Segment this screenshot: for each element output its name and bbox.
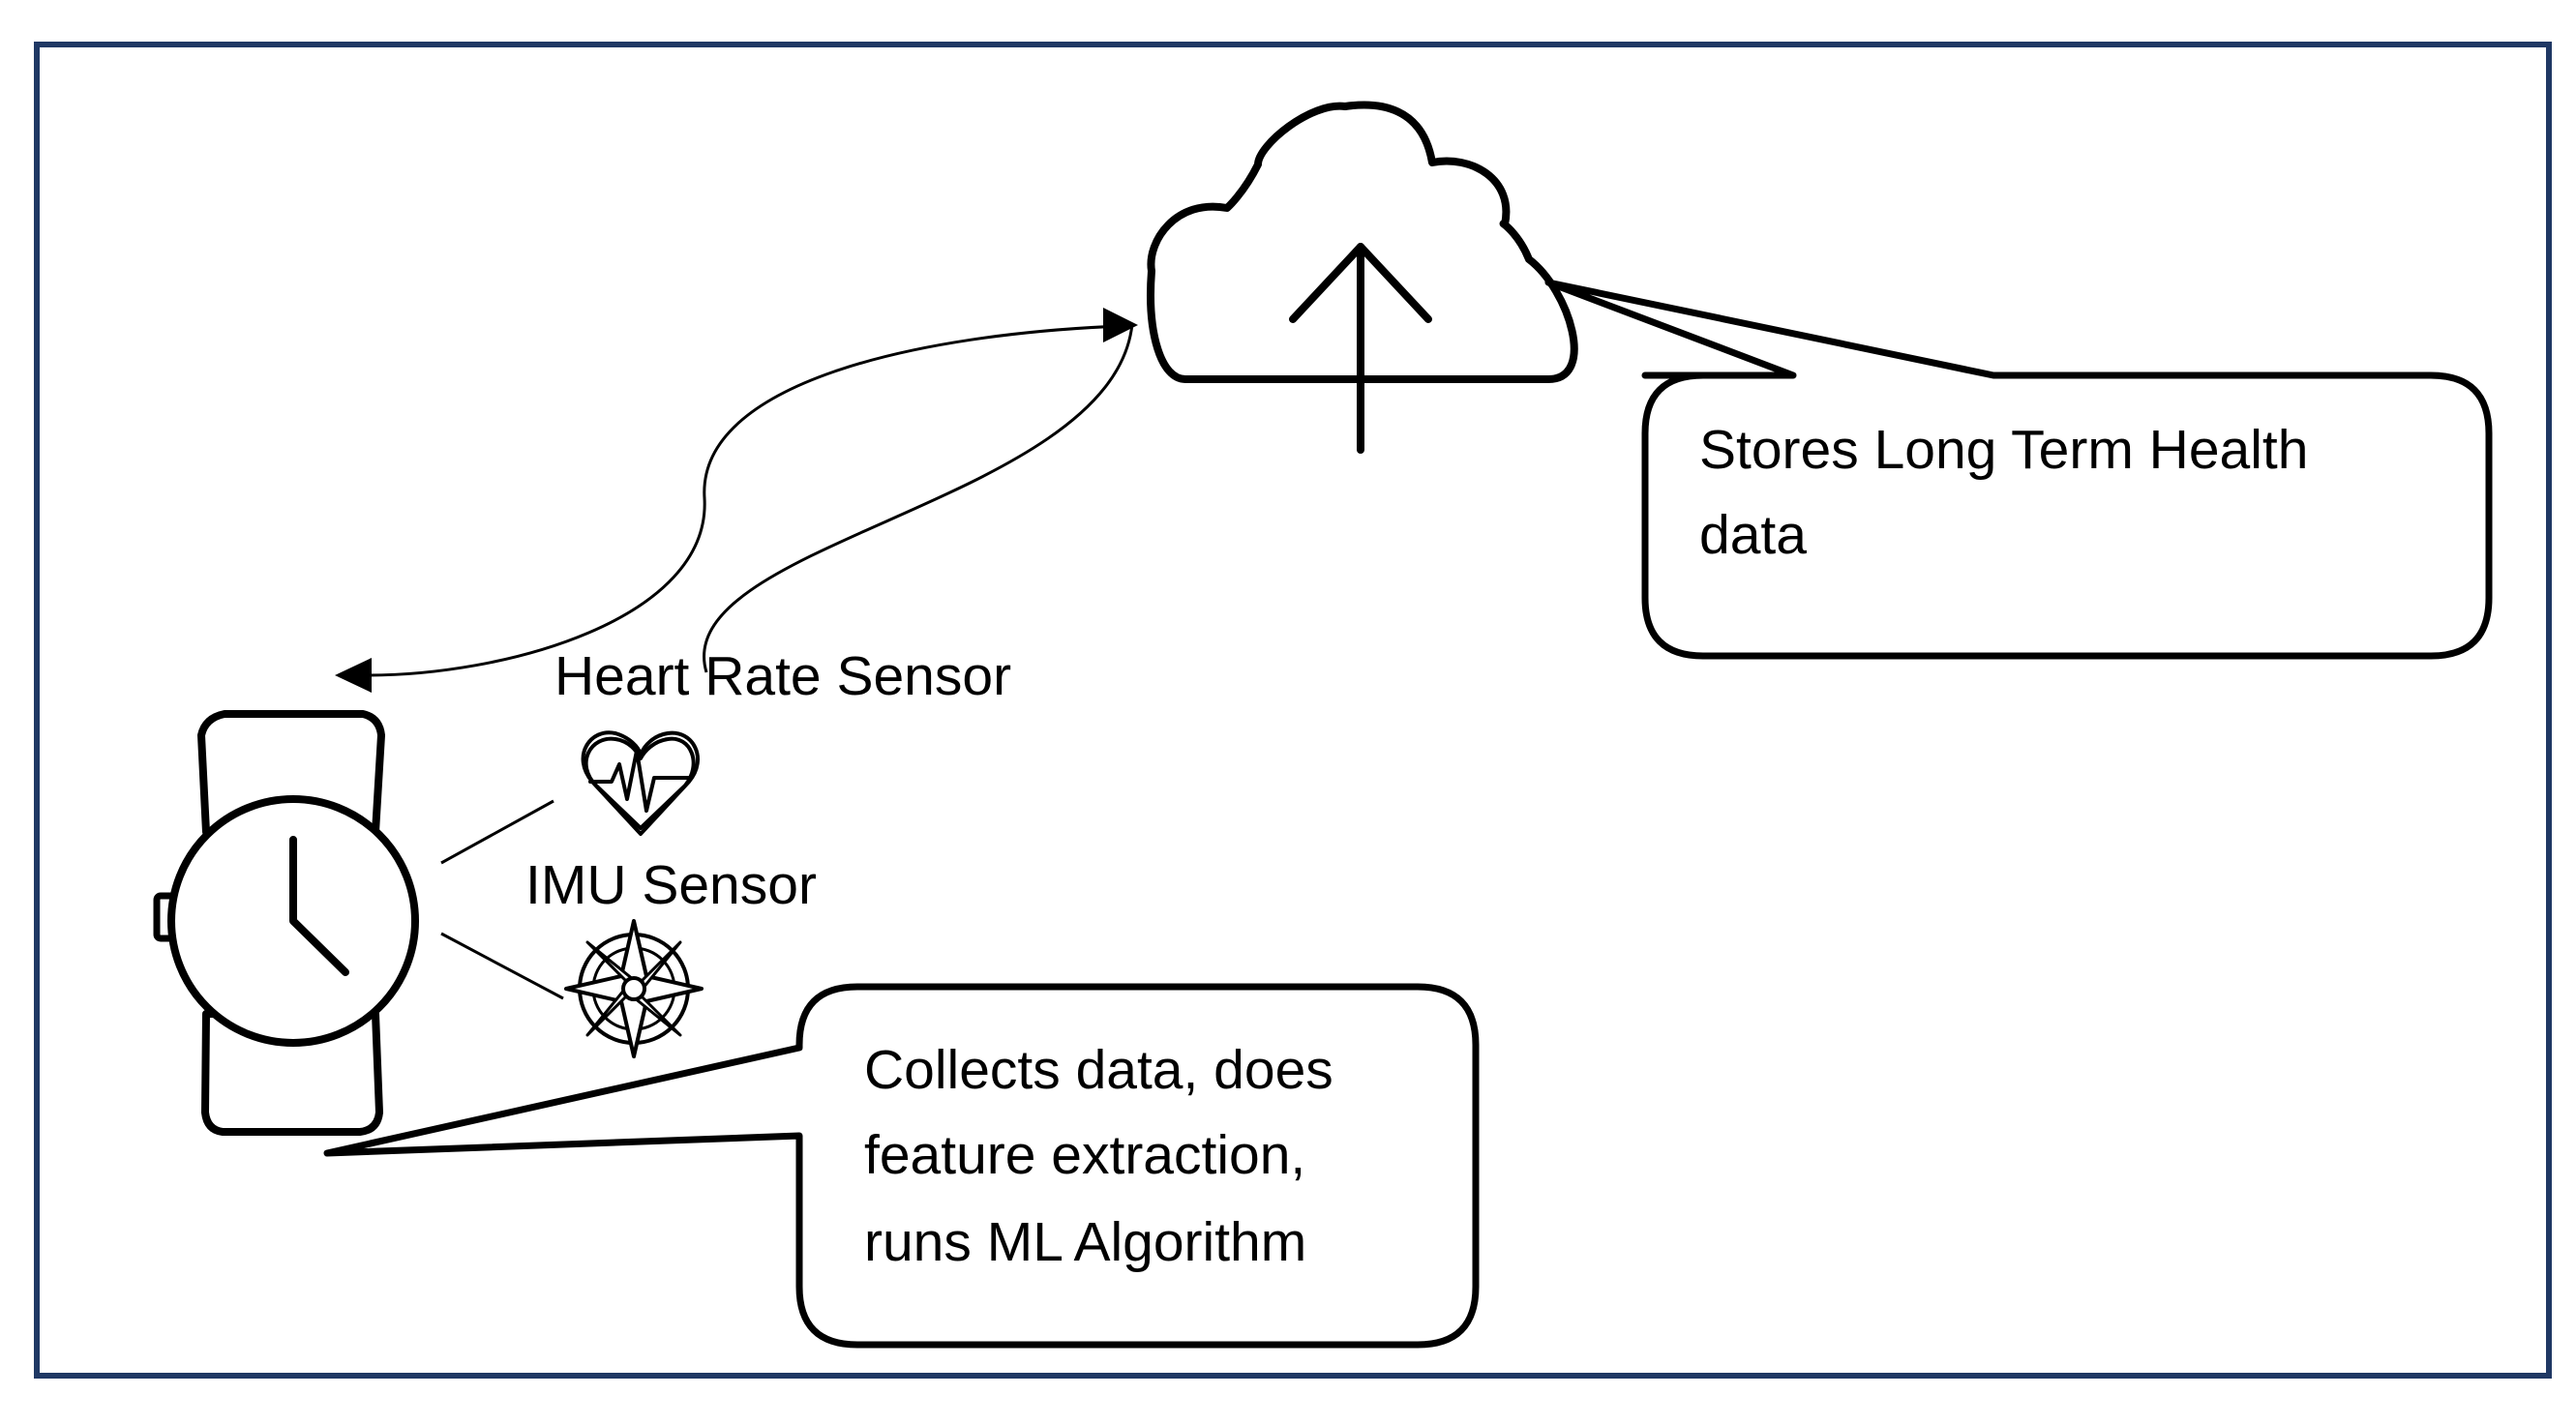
cloud-callout-line2: data <box>1699 504 1807 566</box>
arrowhead-watch <box>335 658 372 693</box>
cloud-callout-line1: Stores Long Term Health <box>1699 419 2308 481</box>
compass-rose-icon <box>564 919 704 1058</box>
watch-callout-line3: runs ML Algorithm <box>864 1211 1306 1273</box>
heart-pulse-icon <box>581 730 700 836</box>
imu-sensor-link <box>440 932 564 1000</box>
sync-connector-curve <box>359 324 1123 677</box>
cloud-callout: Stores Long Term Health data <box>1544 279 2493 660</box>
watch-callout-line1: Collects data, does <box>864 1039 1333 1101</box>
diagram-frame <box>34 42 2552 1379</box>
wristwatch-icon <box>153 710 419 1136</box>
watch-callout-line2: feature extraction, <box>864 1124 1305 1186</box>
heart-sensor-link <box>440 799 554 865</box>
arrowhead-cloud <box>1103 308 1138 342</box>
heart-rate-sensor-label: Heart Rate Sensor <box>554 645 1011 707</box>
sync-connector <box>703 323 1134 673</box>
cloud-upload-icon <box>1147 101 1578 454</box>
watch-callout: Collects data, does feature extraction, … <box>323 983 1480 1349</box>
imu-sensor-label: IMU Sensor <box>525 854 817 916</box>
